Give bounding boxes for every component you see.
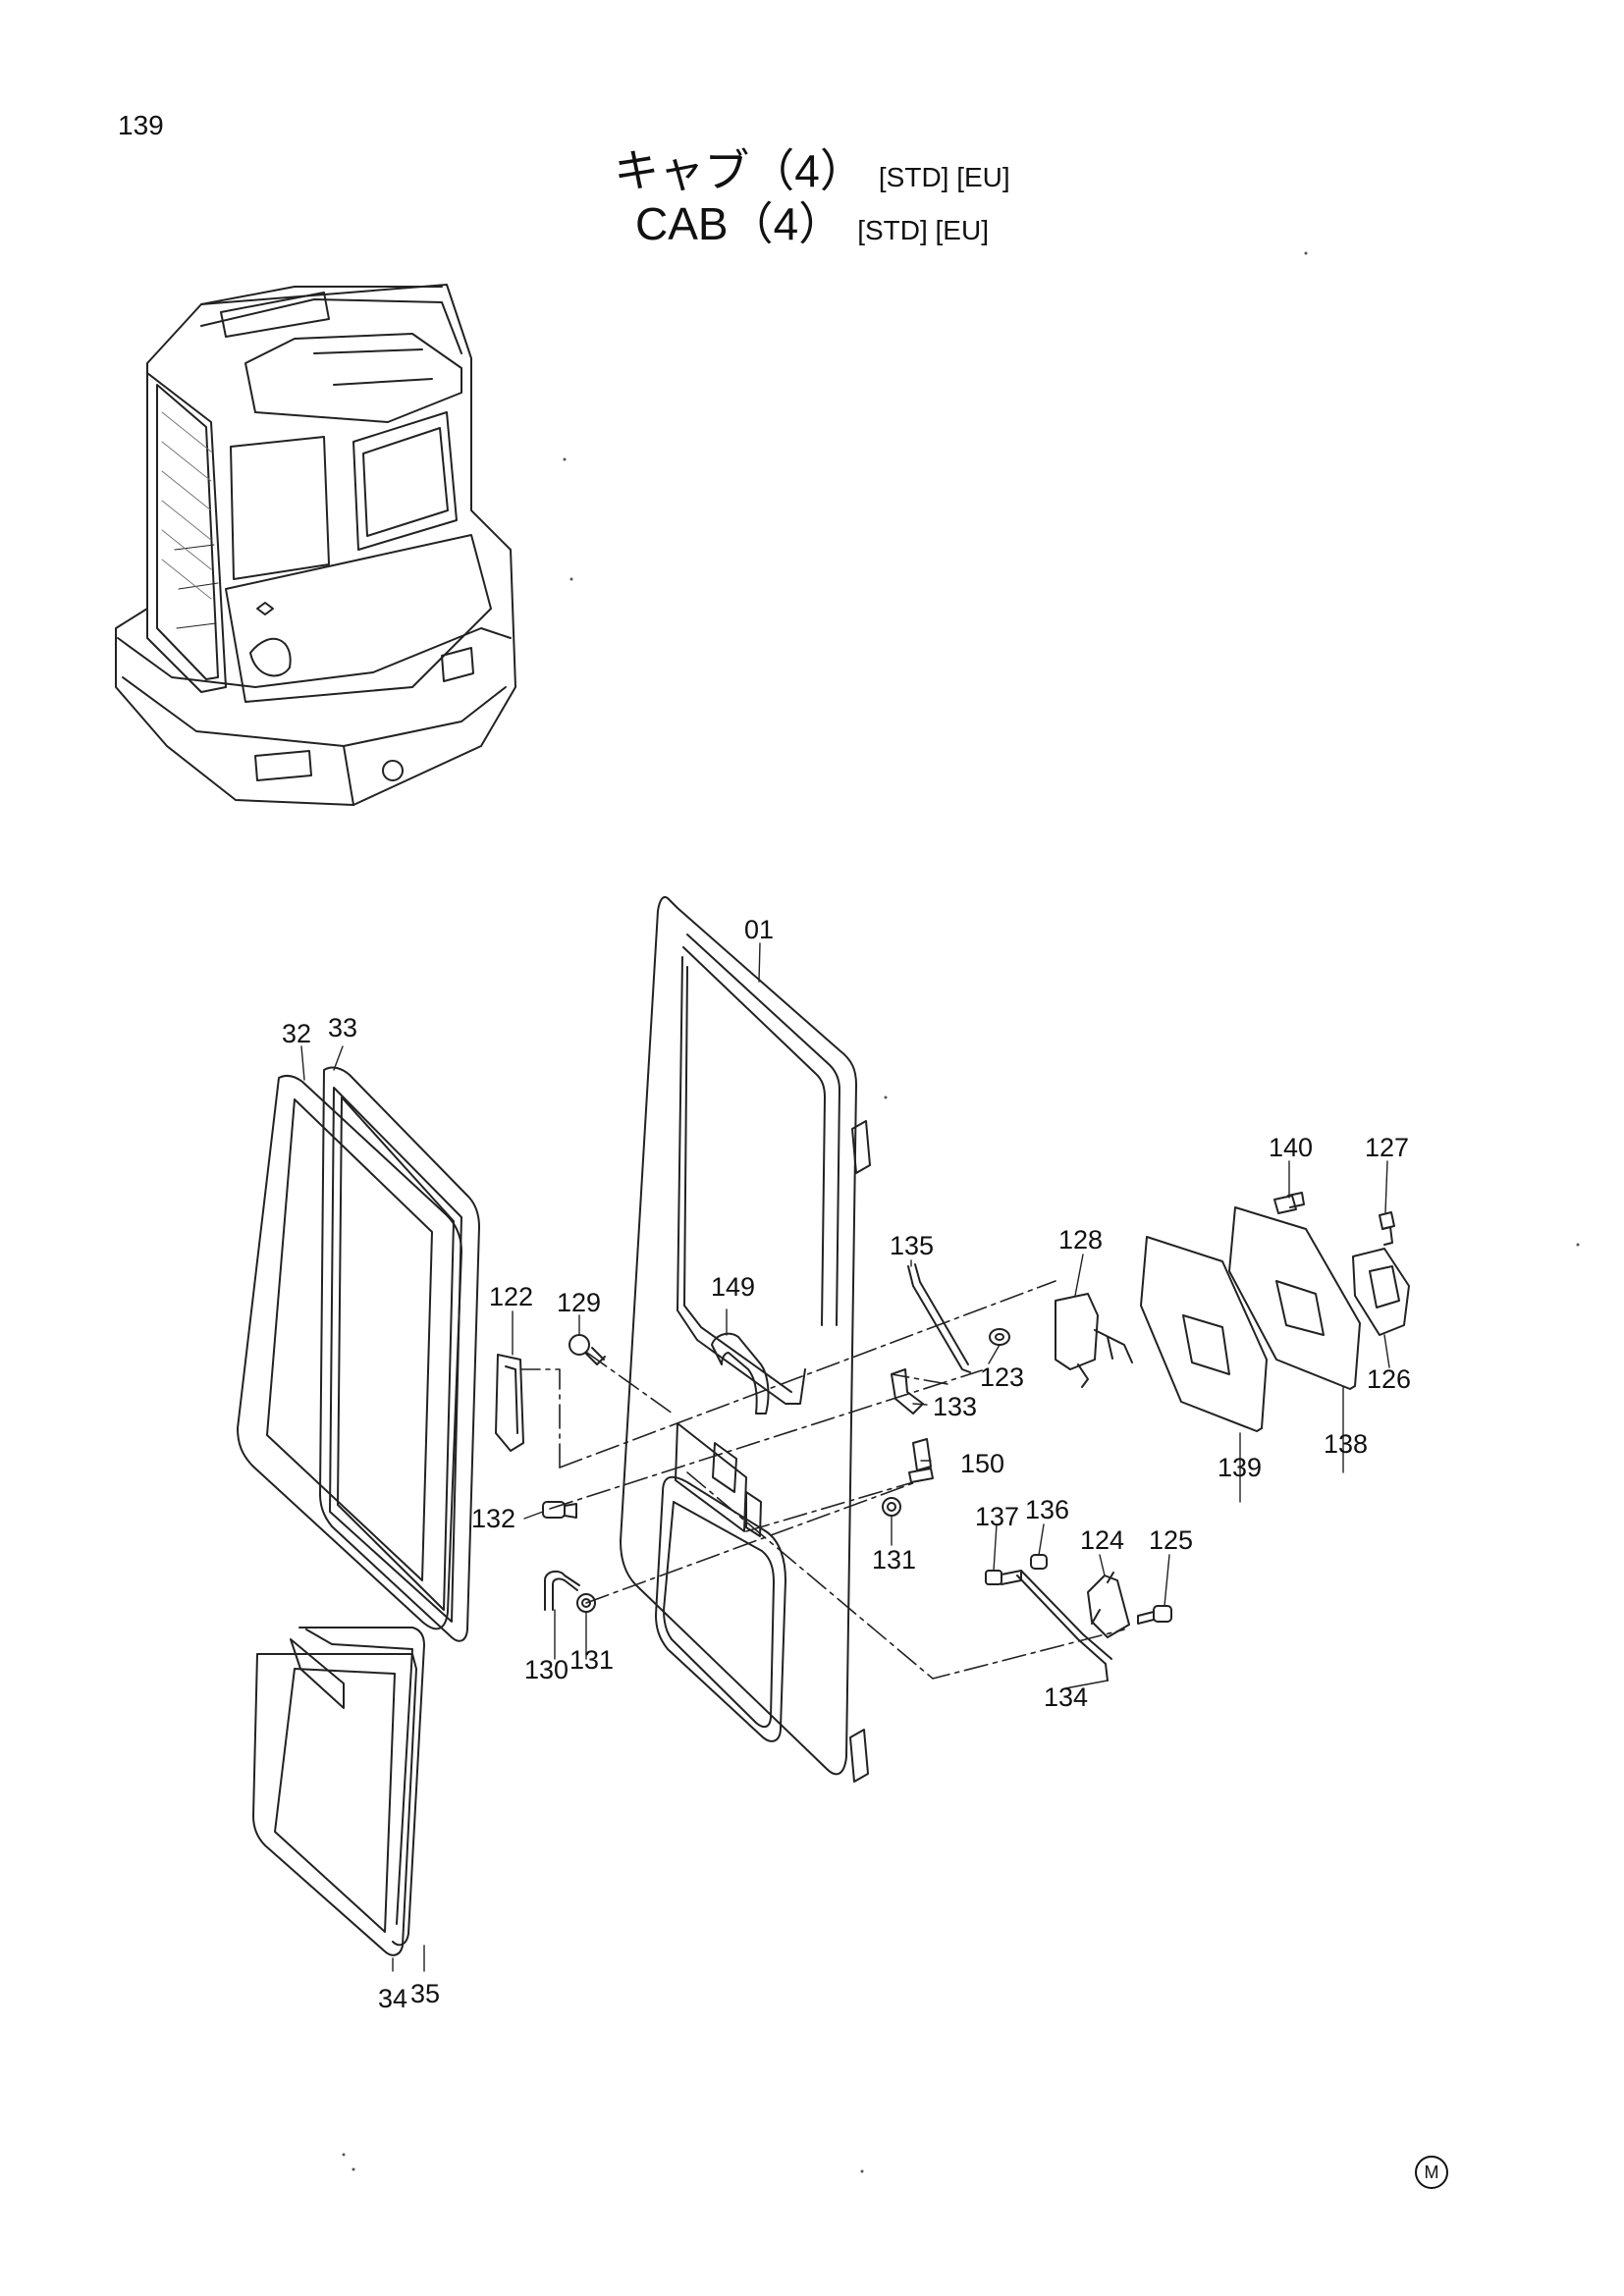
lower-seal-part-35 [290,1627,425,1947]
bolt-part-150 [908,1438,934,1483]
callout-131-lower: 131 [569,1645,614,1675]
door-frame-part-01 [620,895,871,1783]
nut-part-131-upper [882,1497,901,1517]
cab-overview-illustration [115,284,516,806]
leader-lines [300,942,1390,1972]
lock-part-128 [1055,1293,1133,1388]
plate-part-139 [1140,1236,1268,1432]
screw-part-140 [1273,1192,1305,1214]
callout-123: 123 [980,1362,1024,1392]
callout-134: 134 [1044,1682,1088,1712]
callout-138: 138 [1324,1429,1368,1459]
title-jp-tags: [STD] [EU] [878,162,1010,192]
window-glass-part-32 [237,1074,462,1630]
lower-glass-part-34 [252,1653,417,1956]
pin-part-132 [542,1501,577,1519]
callout-129: 129 [557,1288,601,1317]
bolt-part-137 [985,1570,1022,1585]
callout-150: 150 [960,1449,1004,1478]
window-seal-part-33 [319,1066,480,1642]
callout-133: 133 [933,1392,977,1421]
page-number: 139 [118,110,164,140]
bolt-part-129 [568,1334,606,1365]
callout-01: 01 [744,915,774,944]
callout-149: 149 [711,1272,755,1302]
plate-part-138 [1228,1206,1361,1390]
title-en-tags: [STD] [EU] [857,215,989,245]
striker-part-124 [1087,1572,1130,1638]
nut-part-136 [1030,1554,1048,1570]
callout-124: 124 [1080,1525,1124,1555]
nut-part-131-lower [576,1593,596,1613]
rod-part-135 [907,1263,971,1373]
bolt-part-125 [1137,1605,1172,1625]
u-bolt-part-130 [544,1570,580,1611]
callout-32: 32 [282,1019,311,1048]
callout-125: 125 [1149,1525,1193,1555]
callout-139: 139 [1218,1453,1262,1482]
callout-127: 127 [1365,1133,1409,1162]
callout-132: 132 [471,1504,515,1533]
callout-137: 137 [975,1502,1019,1531]
washer-part-123 [989,1328,1010,1346]
callout-128: 128 [1058,1225,1103,1255]
callout-131-upper: 131 [872,1545,916,1575]
callout-126: 126 [1367,1364,1411,1394]
title-jp-text: キャブ（4） [614,145,865,196]
screw-part-127 [1379,1211,1395,1246]
door-handle-part-149 [711,1332,770,1415]
callout-140: 140 [1269,1133,1313,1162]
title-japanese: キャブ（4） [STD] [EU] [0,135,1624,200]
callout-34: 34 [378,1984,407,2013]
callout-33: 33 [328,1013,357,1042]
callout-135: 135 [890,1231,934,1260]
title-en-text: CAB（4） [635,198,844,249]
handle-part-126 [1352,1248,1410,1336]
rod-part-134 [1016,1570,1112,1682]
assembly-lines [519,1280,1125,1680]
callouts: 01 32 33 34 35 122 123 124 125 126 127 1… [282,915,1411,2013]
hardware-part-122 [495,1354,524,1452]
callout-130: 130 [524,1655,568,1684]
scan-dots [342,251,1580,2173]
m-mark-icon: M [1415,2156,1448,2189]
callout-122: 122 [489,1282,533,1311]
callout-35: 35 [410,1979,440,2008]
callout-136: 136 [1025,1495,1069,1524]
title-english: CAB（4） [STD] [EU] [0,188,1624,253]
